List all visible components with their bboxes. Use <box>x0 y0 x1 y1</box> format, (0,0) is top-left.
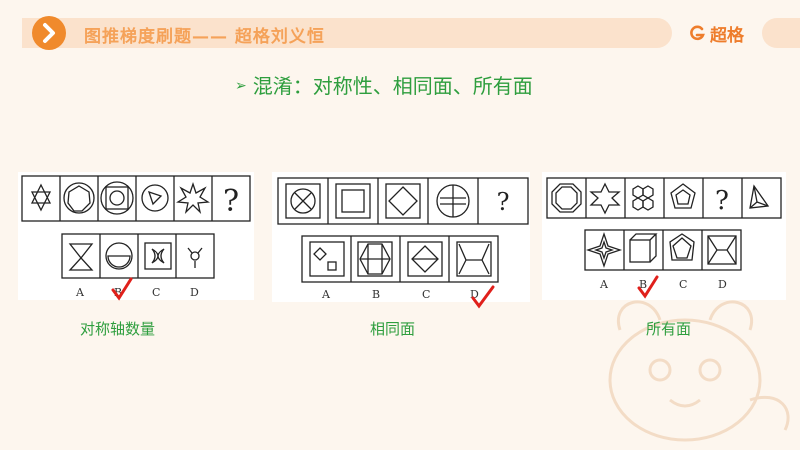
check-mark-icon <box>471 285 495 309</box>
question-figures-2: ? <box>277 177 529 283</box>
header-bar-end <box>762 18 800 48</box>
mascot-watermark <box>608 300 790 442</box>
logo-text: 超格 <box>710 25 744 46</box>
header-bar <box>22 18 672 48</box>
check-mark-icon <box>637 275 659 299</box>
option-label-d: D <box>470 288 479 301</box>
option-label-b: B <box>639 278 648 291</box>
subtitle-text: 混淆：对称性、相同面、所有面 <box>252 74 533 98</box>
section-subtitle: ➢ 混淆：对称性、相同面、所有面 <box>235 70 533 99</box>
option-label-a: A <box>600 278 608 291</box>
question-mark: ? <box>497 188 510 216</box>
option-label-a: A <box>322 288 330 301</box>
option-label-a: A <box>76 286 84 299</box>
option-label-b: B <box>372 288 381 301</box>
page-title: 图推梯度刷题—— 超格刘义恒 <box>84 27 325 47</box>
question-figures-3: ? <box>546 177 782 271</box>
panel-caption-1: 对称轴数量 <box>80 320 156 338</box>
bullet-triangle-icon: ➢ <box>235 78 247 94</box>
option-label-c: C <box>679 278 688 291</box>
logo-icon <box>690 25 705 41</box>
panel-caption-3: 所有面 <box>646 320 692 338</box>
question-mark: ? <box>715 186 729 216</box>
next-arrow-icon <box>32 16 66 50</box>
option-label-d: D <box>718 278 727 291</box>
option-label-d: D <box>190 286 199 299</box>
question-panel-2 <box>272 172 530 302</box>
brand-logo: 超格 <box>688 20 744 46</box>
option-label-b: B <box>114 286 123 299</box>
panel-caption-2: 相同面 <box>370 320 416 338</box>
option-label-c: C <box>422 288 431 301</box>
check-mark-icon <box>111 277 133 301</box>
question-figures-1: ? <box>21 175 251 279</box>
option-label-c: C <box>152 286 161 299</box>
question-mark: ? <box>223 184 239 219</box>
